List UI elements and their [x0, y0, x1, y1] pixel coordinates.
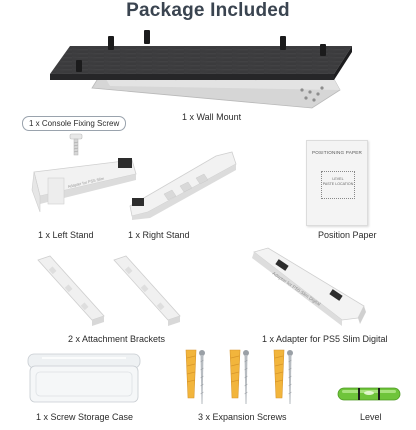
left-stand-image: Adapter for PS5 Slim	[31, 158, 137, 213]
paper-note-line1: LEVEL	[332, 177, 344, 181]
level-image	[337, 387, 401, 401]
wall-mount-label: 1 x Wall Mount	[182, 112, 242, 122]
expansion-screws-image	[185, 349, 293, 404]
expansion-screws-label: 3 x Expansion Screws	[198, 412, 287, 422]
storage-case-label: 1 x Screw Storage Case	[36, 412, 134, 422]
adapter-label: 1 x Adapter for PS5 Slim Digital	[262, 334, 388, 344]
level-label: Level	[360, 412, 382, 422]
wall-mount-image	[50, 30, 352, 109]
paper-heading: POSITIONING PAPER	[311, 150, 363, 155]
attachment-brackets-image	[37, 255, 181, 326]
positioning-paper-label: Position Paper	[318, 230, 377, 240]
attachment-brackets-label: 2 x Attachment Brackets	[68, 334, 166, 344]
fixing-screw-image	[69, 133, 83, 156]
right-stand-image	[129, 151, 237, 220]
positioning-paper-image: POSITIONING PAPER LEVEL PASTE LOCATION	[306, 140, 368, 226]
paper-level-box: LEVEL PASTE LOCATION	[321, 171, 355, 199]
right-stand-label: 1 x Right Stand	[128, 230, 190, 240]
storage-case-image	[27, 353, 141, 403]
page-title: Package Included	[126, 0, 290, 21]
fixing-screw-label: 1 x Console Fixing Screw	[22, 116, 127, 131]
left-stand-label: 1 x Left Stand	[38, 230, 94, 240]
adapter-image: Adapter for PS5 Slim Digital	[252, 247, 366, 326]
paper-note-line2: PASTE LOCATION	[322, 182, 354, 186]
